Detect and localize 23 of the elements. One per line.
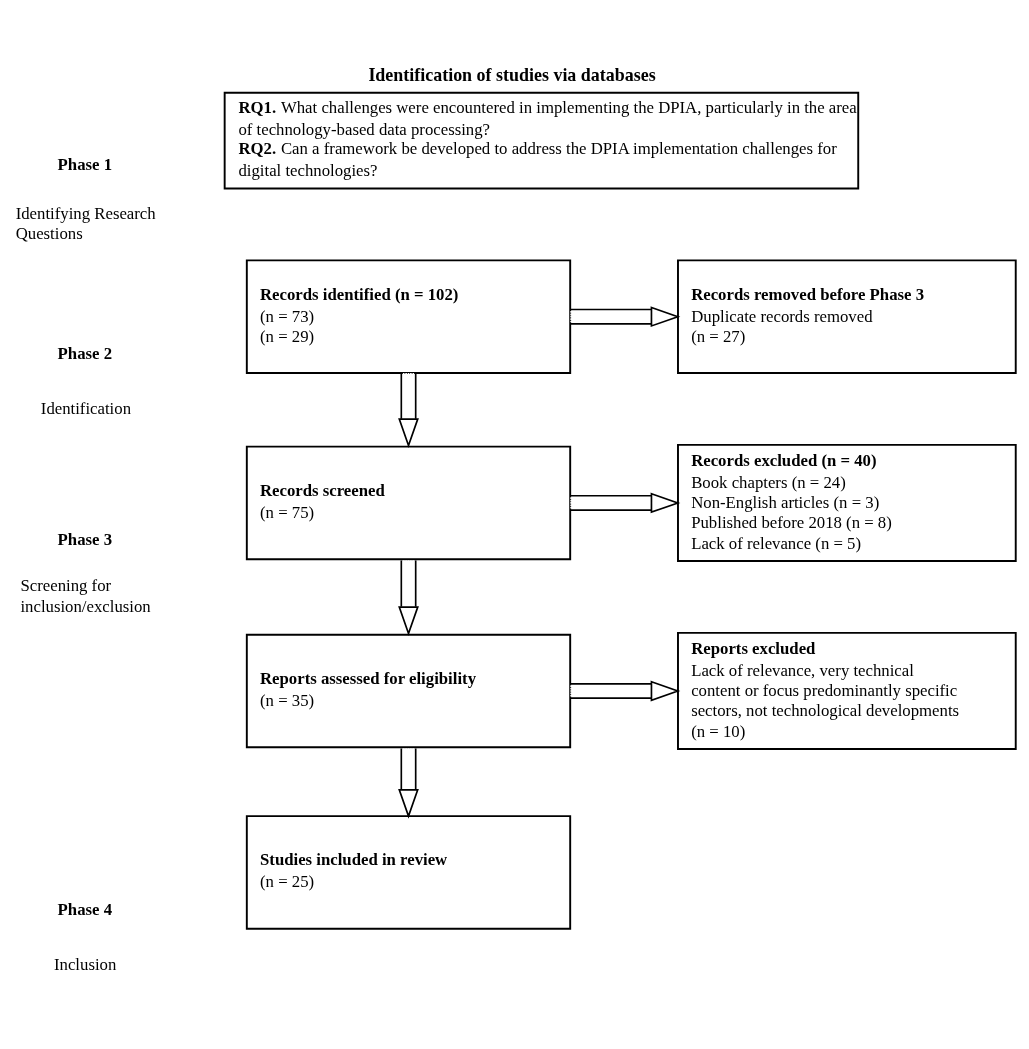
arrow [398, 372, 419, 448]
arrow [569, 306, 681, 328]
label: Phase 2 [57, 343, 113, 363]
label: Inclusion [53, 954, 117, 974]
label: Identification [40, 398, 132, 418]
diagram-title: Identification of studies via databases [368, 64, 656, 85]
label: Screening for inclusion/exclusion [20, 576, 151, 616]
label: Phase 4 [57, 899, 113, 919]
arrow [569, 492, 681, 514]
node-box: RQ1. What challenges were encountered in implementing the DPIA, particularly in the area of technology-based data processing? RQ2. Can a framework be developed to address the DPIA implementation challenges for digital technologies? [223, 91, 860, 190]
node-box: Studies included in review (n = 25) [245, 815, 572, 930]
label: Identifying Research Questions [15, 203, 156, 244]
node-box: Records screened (n = 75) [245, 445, 572, 561]
node-box: Reports assessed for eligibility (n = 35) [245, 633, 572, 749]
node-box: Records removed before Phase 3 Duplicate records removed (n = 27) [677, 259, 1017, 374]
node-box: Records identified (n = 102) (n = 73) (n = 29) [245, 259, 572, 374]
arrow [398, 559, 419, 637]
label: Phase 1 [57, 155, 113, 175]
node-box: Reports excluded Lack of relevance, very technical content or focus predominantly specific sectors, not technological developments (n = 10) [677, 631, 1017, 751]
node-box: Records excluded (n = 40) Book chapters (n = 24) Non-English articles (n = 3) Published before 2018 (n = 8) Lack of relevance (n = 5) [677, 443, 1017, 562]
label: Phase 3 [57, 530, 113, 550]
arrow [569, 680, 681, 702]
arrow [398, 747, 419, 819]
